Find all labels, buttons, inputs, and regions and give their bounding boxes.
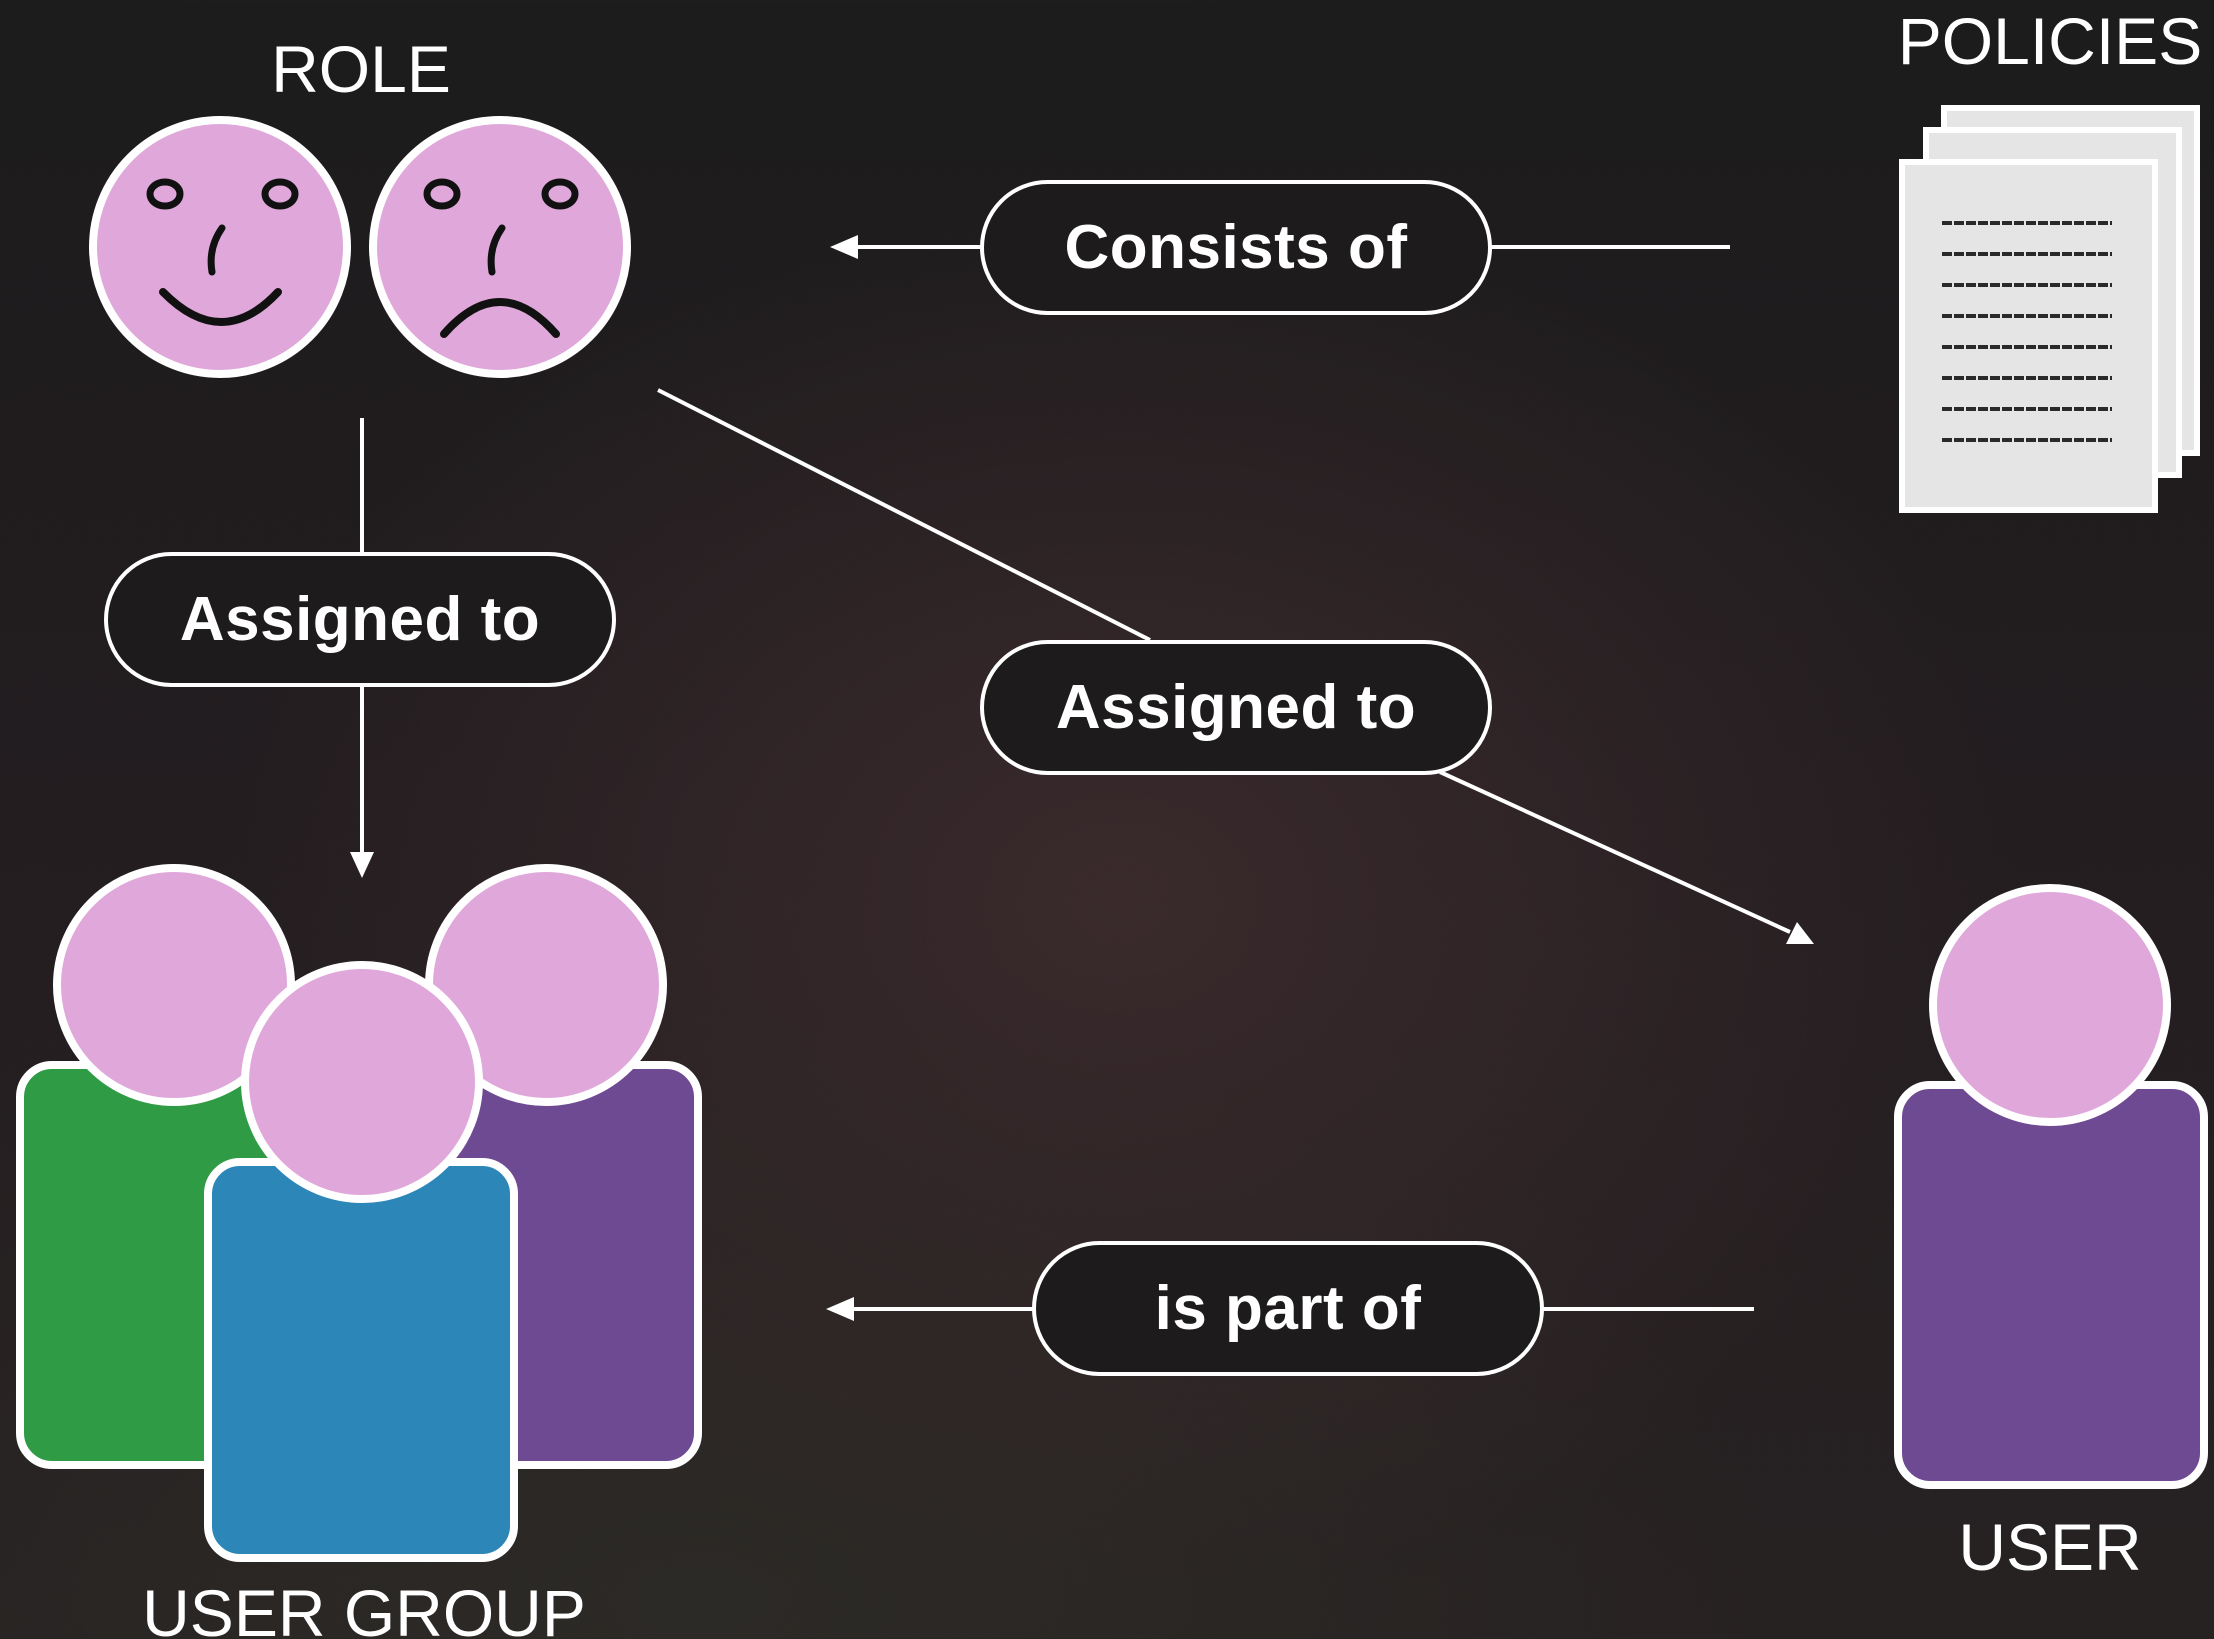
document-stack-icon [1899, 105, 2200, 513]
consists-of-label: Consists of [980, 180, 1492, 315]
role-to-group-arrowhead [350, 852, 374, 878]
happy-face-icon [89, 116, 351, 378]
role-title: ROLE [271, 32, 451, 106]
sad-face-icon [369, 116, 631, 378]
consists-of-arrowhead [830, 235, 858, 259]
people-group-icon [16, 864, 702, 1562]
user-to-group-label: is part of [1032, 1241, 1544, 1376]
user-group-title: USER GROUP [142, 1576, 586, 1639]
role-to-user-label: Assigned to [980, 640, 1492, 775]
role-to-user-line-bottom [1439, 770, 1791, 934]
part-of-arrowhead [826, 1297, 854, 1321]
role-to-user-line-top [657, 388, 1151, 642]
role-to-group-label: Assigned to [104, 552, 616, 687]
person-icon [1894, 884, 2208, 1489]
user-title: USER [1958, 1510, 2142, 1584]
policies-title: POLICIES [1897, 4, 2203, 78]
role-to-user-arrowhead [1786, 922, 1814, 944]
connectors [350, 235, 1814, 1321]
